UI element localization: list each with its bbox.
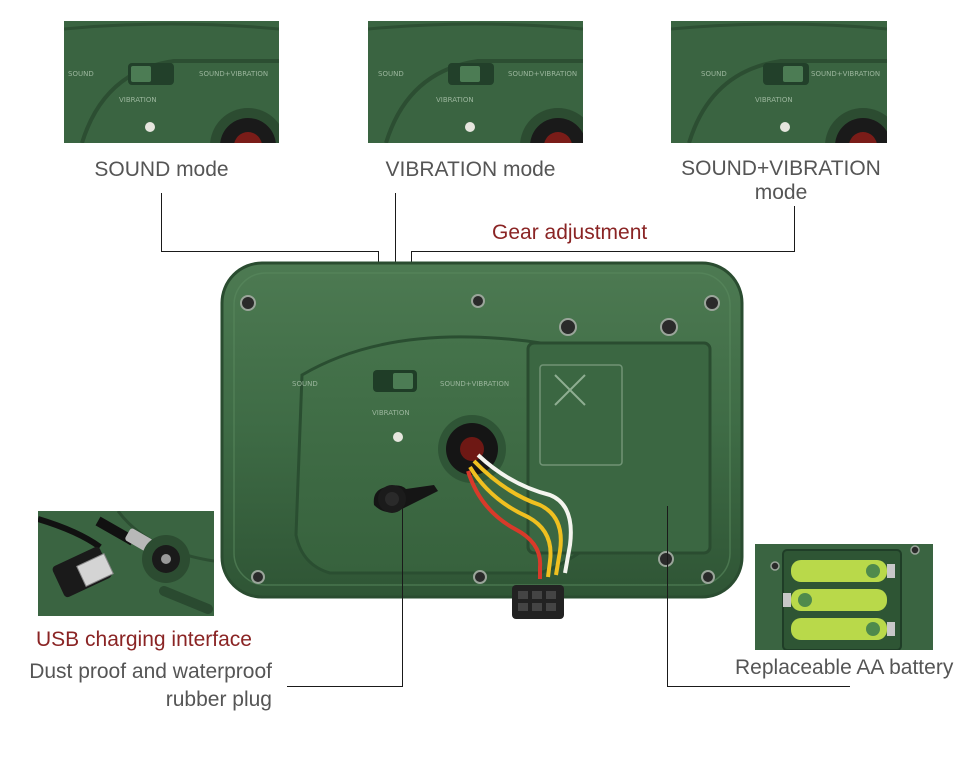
- sound-leader-vertical: [161, 193, 162, 251]
- svg-text:SOUND+VIBRATION: SOUND+VIBRATION: [199, 70, 268, 78]
- switch-text-vibration: VIBRATION: [372, 409, 410, 417]
- gear-leader-vertical: [794, 206, 795, 252]
- svg-text:VIBRATION: VIBRATION: [755, 96, 793, 104]
- dust-proof-label-line1: Dust proof and waterproof: [29, 660, 272, 683]
- sound-vibration-mode-label-line1: SOUND+VIBRATION: [681, 157, 881, 180]
- white-wire: [476, 453, 573, 574]
- gear-leader-horizontal: [411, 251, 795, 252]
- device-back-panel: SOUND SOUND+VIBRATION VIBRATION: [220, 261, 744, 619]
- sound-mode-thumbnail: SOUND SOUND+VIBRATION VIBRATION: [64, 21, 279, 143]
- aa-battery-3: [791, 618, 887, 640]
- usb-cable-closeup: [38, 511, 214, 616]
- sound-vibration-mode-label-line2: mode: [754, 181, 808, 204]
- battery-leader-vertical: [667, 506, 668, 686]
- sound-mode-switch-closeup: SOUND SOUND+VIBRATION VIBRATION: [64, 21, 279, 143]
- red-wire: [466, 470, 543, 579]
- switch-text-sound: SOUND: [292, 380, 318, 388]
- vibration-mode-switch-closeup: SOUND SOUND+VIBRATION VIBRATION: [368, 21, 583, 143]
- svg-text:VIBRATION: VIBRATION: [436, 96, 474, 104]
- aa-battery-2: [791, 589, 887, 611]
- svg-text:SOUND: SOUND: [701, 70, 727, 78]
- plug-leader-horizontal: [287, 686, 403, 687]
- sound-mode-label: SOUND mode: [94, 158, 229, 181]
- yellow-wire: [472, 459, 563, 576]
- svg-text:SOUND: SOUND: [378, 70, 404, 78]
- vibration-mode-thumbnail: SOUND SOUND+VIBRATION VIBRATION: [368, 21, 583, 143]
- svg-text:SOUND: SOUND: [68, 70, 94, 78]
- sound-vibration-mode-thumbnail: SOUND SOUND+VIBRATION VIBRATION: [671, 21, 887, 143]
- wire-connector: [512, 585, 564, 619]
- sound-leader-horizontal: [161, 251, 378, 252]
- battery-compartment-closeup: [755, 544, 933, 650]
- usb-charging-label: USB charging interface: [36, 628, 252, 651]
- replaceable-battery-label: Replaceable AA battery: [735, 656, 954, 679]
- battery-leader-horizontal: [667, 686, 850, 687]
- svg-text:SOUND+VIBRATION: SOUND+VIBRATION: [811, 70, 880, 78]
- sound-vibration-mode-switch-closeup: SOUND SOUND+VIBRATION VIBRATION: [671, 21, 887, 143]
- svg-text:VIBRATION: VIBRATION: [119, 96, 157, 104]
- battery-thumbnail: [755, 544, 933, 650]
- plug-leader-vertical: [402, 505, 403, 687]
- aa-battery-1: [791, 560, 887, 582]
- svg-text:SOUND+VIBRATION: SOUND+VIBRATION: [508, 70, 577, 78]
- usb-charging-thumbnail: [38, 511, 214, 616]
- gear-adjustment-label: Gear adjustment: [492, 221, 648, 244]
- vibration-mode-label: VIBRATION mode: [385, 158, 556, 181]
- switch-text-sound-vibration: SOUND+VIBRATION: [440, 380, 509, 388]
- dust-proof-label-line2: rubber plug: [165, 688, 272, 711]
